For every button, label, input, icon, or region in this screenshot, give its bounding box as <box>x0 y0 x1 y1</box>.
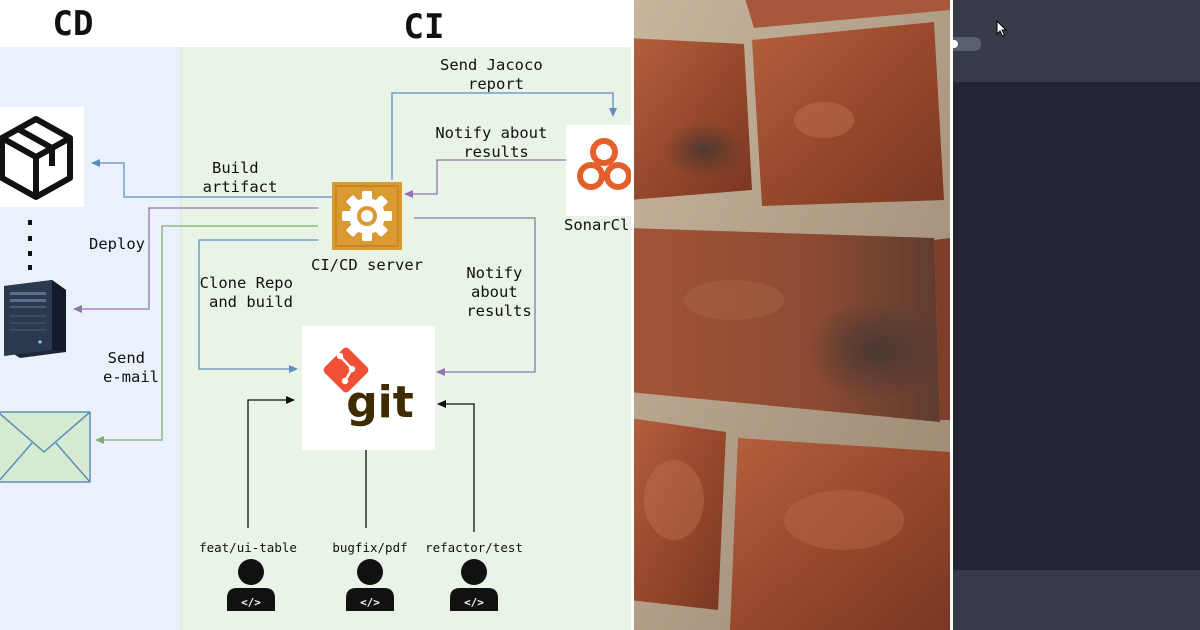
label-notify-right: Notify about results <box>466 264 531 320</box>
sonarcloud-icon <box>566 125 634 216</box>
edge-send-email <box>95 225 318 444</box>
label-clone-repo: Clone Repo and build <box>200 274 303 311</box>
panel-divider-2 <box>950 0 953 630</box>
cd-heading: CD <box>53 4 94 44</box>
developer-1-icon: </> <box>227 559 275 611</box>
brick-bottom-left <box>634 418 726 610</box>
panel-divider <box>631 0 634 630</box>
label-send-jacoco: Send Jacoco report <box>440 56 552 93</box>
mouse-pointer-icon <box>996 20 1008 37</box>
git-wordmark: git <box>346 377 414 428</box>
label-deploy: Deploy <box>89 235 145 253</box>
cicd-server-label: CI/CD server <box>311 256 423 274</box>
edge-send-jacoco <box>391 92 617 180</box>
svg-text:</>: </> <box>360 596 380 609</box>
brick-bottom-right <box>730 438 950 630</box>
edge-dev-1-push <box>247 396 295 528</box>
svg-text:</>: </> <box>464 596 484 609</box>
envelope-icon <box>0 411 91 483</box>
ci-heading: CI <box>404 7 445 47</box>
edge-clone-repo <box>198 239 318 373</box>
window-content <box>953 82 1200 570</box>
edge-notify-right <box>414 217 536 376</box>
brick-top-right <box>752 22 944 206</box>
label-notify-top: Notify about results <box>435 124 556 161</box>
scroll-toggle[interactable] <box>953 37 981 51</box>
sonarcloud-label: SonarCl <box>564 216 629 234</box>
developer-2-icon: </> <box>346 559 394 611</box>
dark-app-window <box>953 0 1200 630</box>
edge-deploy <box>73 207 318 313</box>
cicd-server-gear-icon <box>332 182 402 250</box>
dev-1-branch-label: feat/ui-table <box>199 540 297 555</box>
label-send-email: Send e-mail <box>103 349 159 386</box>
svg-text:</>: </> <box>241 596 261 609</box>
ellipsis-icon <box>28 220 32 270</box>
label-build-artifact: Build artifact <box>203 159 278 196</box>
edge-notify-top <box>404 159 566 198</box>
developer-3-icon: </> <box>450 559 498 611</box>
server-tower-icon <box>4 280 66 358</box>
edge-build-artifact <box>91 159 332 198</box>
dev-2-branch-label: bugfix/pdf <box>332 540 407 555</box>
edge-dev-3-push <box>437 400 475 532</box>
window-bottom-bar <box>953 570 1200 630</box>
dev-3-branch-label: refactor/test <box>425 540 523 555</box>
git-logo-icon: git <box>302 326 435 450</box>
window-top-bar <box>953 0 1200 82</box>
brick-wall-photo <box>634 0 950 630</box>
package-icon <box>0 107 84 207</box>
cicd-diagram: CD CI Send Jacoco report Notify about re… <box>0 4 634 630</box>
